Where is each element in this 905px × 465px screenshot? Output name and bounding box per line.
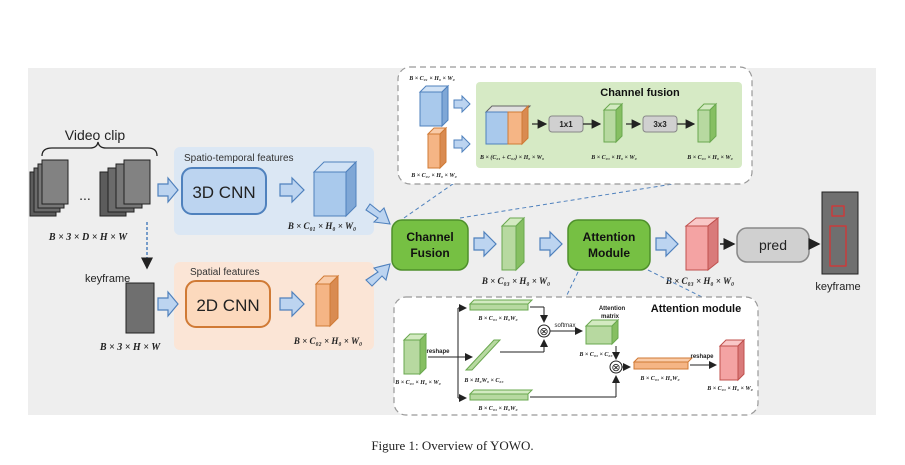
channel-fusion-label-1: Channel (406, 230, 453, 244)
cf-conv2-label: 3x3 (653, 120, 667, 129)
cf-input-orange-dims: B × C₀₂ × H₀ × W₀ (410, 173, 457, 179)
keyframe-to-2dcnn-arrow (157, 290, 179, 318)
cf-blue-arrow (453, 94, 471, 114)
2dcnn-to-feature-arrow (279, 290, 305, 318)
st-to-fusion-arrow (365, 203, 391, 225)
keyframe-input-label: keyframe (85, 273, 130, 285)
fused-dims: B × C₀₃ × H₀ × W₀ (481, 276, 550, 286)
output-keyframe-label: keyframe (815, 281, 860, 293)
am-mid-slab (464, 339, 502, 371)
channel-fusion-detail-title: Channel fusion (600, 87, 680, 99)
am-bottom-dims: B × C₀₃ × H₀W₀ (477, 406, 517, 412)
cf-mid-cube (602, 102, 624, 144)
keyframe-dims-label: B × 3 × H × W (99, 342, 161, 353)
yowo-architecture-diagram: Video clip ... B × 3 × D × H × W keyfram… (28, 66, 876, 416)
am-top-dims: B × C₀₃ × H₀W₀ (477, 316, 517, 322)
cf-orange-arrow (453, 134, 471, 154)
am-input-dims: B × C₀₃ × H₀ × W₀ (394, 380, 441, 386)
sp-to-fusion-arrow (365, 263, 391, 287)
cf-input-blue-cube (418, 84, 450, 128)
3d-cnn-label: 3D CNN (192, 183, 255, 202)
attention-to-feature-arrow (655, 230, 679, 258)
pred-label: pred (759, 237, 787, 253)
attention-module-label-1: Attention (583, 230, 636, 244)
am-input-cube (402, 332, 428, 376)
am-softmax-label: softmax (554, 323, 575, 329)
keyframe-image (125, 282, 155, 334)
channel-fusion-block (391, 219, 469, 271)
am-top-slab (468, 299, 534, 311)
am-result-dims: B × C₀₃ × H₀W₀ (639, 376, 679, 382)
attended-dims: B × C₀₃ × H₀ × W₀ (665, 276, 734, 286)
2d-cnn-block (185, 280, 271, 328)
am-attention-matrix (584, 318, 620, 346)
video-clip-label: Video clip (65, 127, 126, 143)
am-bottom-slab (468, 389, 534, 401)
fused-feature-cube (500, 216, 526, 272)
video-clip-frames (29, 159, 151, 217)
clip-ellipsis: ... (79, 187, 91, 203)
attention-detail-connector-left (565, 271, 579, 298)
am-mult-symbol-1: ⊗ (539, 326, 548, 338)
clip-to-3dcnn-arrow (157, 176, 179, 204)
spatio-temporal-feature-cube (312, 160, 358, 218)
cf-concat-dims: B × (C₀₁ + C₀₂) × H₀ × W₀ (479, 154, 544, 161)
spatio-temporal-dims: B × C₀₁ × H₀ × W₀ (287, 221, 356, 231)
spatio-temporal-title: Spatio-temporal features (184, 153, 294, 164)
attention-detail-title: Attention module (651, 303, 741, 315)
cf-mid-dims: B × C₀₃ × H₀ × W₀ (590, 155, 637, 161)
video-clip-brace (41, 141, 158, 157)
attention-detail-panel (393, 296, 759, 416)
output-keyframe-image (821, 191, 859, 275)
attention-module-label-2: Module (588, 246, 630, 260)
3d-cnn-block (181, 167, 267, 215)
am-att-matrix-label-2: matrix (601, 314, 620, 320)
am-reshape-label-2: reshape (690, 354, 714, 360)
am-mid-dims: B × H₀W₀ × C₀₃ (463, 378, 503, 384)
feature-to-attention-arrow (539, 230, 563, 258)
am-output-cube (718, 338, 746, 382)
spatial-title: Spatial features (190, 267, 260, 278)
clip-dims-label: B × 3 × D × H × W (48, 232, 128, 243)
attended-feature-cube (684, 216, 720, 272)
cf-out-dims: B × C₀₃ × H₀ × W₀ (686, 155, 733, 161)
cf-out-cube (696, 102, 718, 144)
am-matrix-dims: B × C₀₃ × C₀₃ (578, 352, 612, 358)
cf-input-orange-cube (426, 126, 448, 170)
channel-fusion-label-2: Fusion (410, 246, 449, 260)
spatial-dims: B × C₀₂ × H₀ × W₀ (293, 336, 362, 346)
am-output-dims: B × C₀₃ × H₀ × W₀ (706, 386, 753, 392)
am-mult-symbol-2: ⊗ (611, 362, 620, 374)
figure-caption: Figure 1: Overview of YOWO. (371, 438, 534, 453)
2d-cnn-label: 2D CNN (196, 296, 259, 315)
attention-module-block (567, 219, 651, 271)
cf-concat-cube (484, 104, 532, 146)
am-result-slab (632, 357, 694, 370)
cf-input-blue-dims: B × C₀₁ × H₀ × W₀ (408, 76, 455, 82)
cf-conv1-label: 1x1 (559, 120, 573, 129)
am-reshape-label-1: reshape (426, 349, 450, 355)
attention-detail-connector-right (647, 269, 703, 298)
fusion-to-feature-arrow (473, 230, 497, 258)
spatial-feature-cube (314, 274, 340, 328)
3dcnn-to-feature-arrow (279, 176, 305, 204)
am-att-matrix-label-1: Attention (599, 306, 626, 312)
